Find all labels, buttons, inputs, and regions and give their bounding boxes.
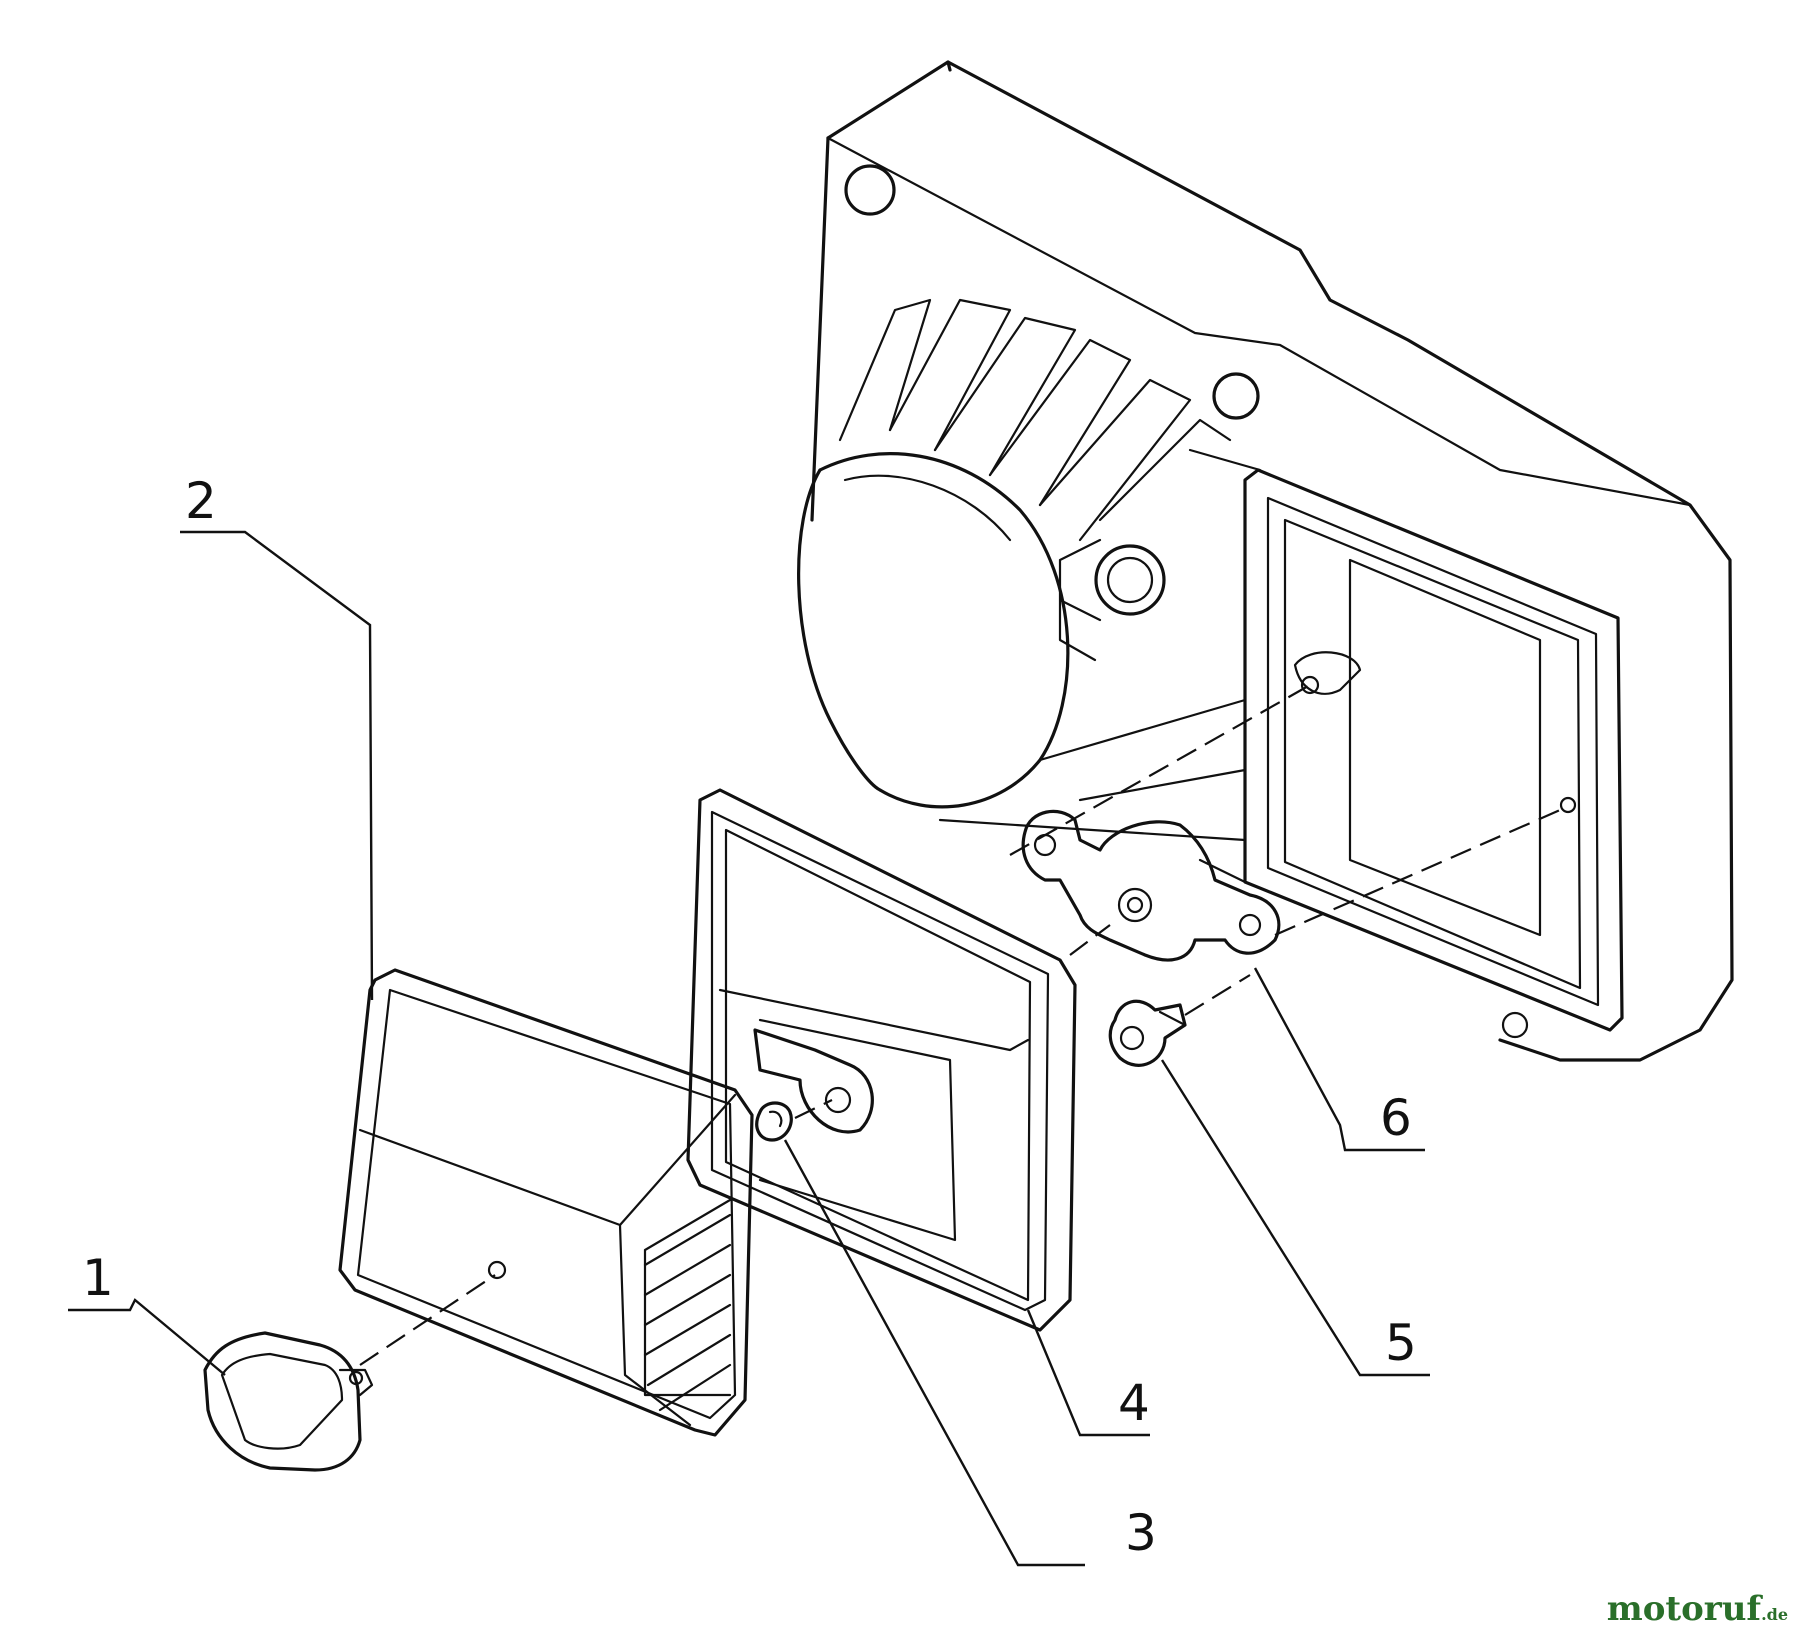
callout-5: 5 — [1385, 1314, 1417, 1372]
part-1-knob — [203, 1331, 374, 1472]
callout-4: 4 — [1118, 1374, 1150, 1432]
callout-1: 1 — [82, 1249, 114, 1307]
callout-3: 3 — [1125, 1504, 1157, 1562]
part-5-screw — [1108, 974, 1251, 1067]
watermark-tld: .de — [1761, 1605, 1788, 1624]
watermark-text: motoruf — [1606, 1589, 1762, 1629]
part-6-bracket — [1009, 684, 1561, 962]
leader-lines — [68, 530, 1430, 1567]
part-3-clip — [755, 1099, 833, 1142]
part-2-cover — [338, 968, 754, 1437]
callout-2: 2 — [185, 472, 217, 530]
housing-body — [797, 60, 1734, 1062]
callout-labels: 1 2 3 4 5 6 — [82, 472, 1417, 1562]
watermark-logo: motoruf.de — [1607, 1589, 1788, 1629]
part-4-filter-frame — [686, 788, 1077, 1332]
callout-6: 6 — [1380, 1089, 1412, 1147]
